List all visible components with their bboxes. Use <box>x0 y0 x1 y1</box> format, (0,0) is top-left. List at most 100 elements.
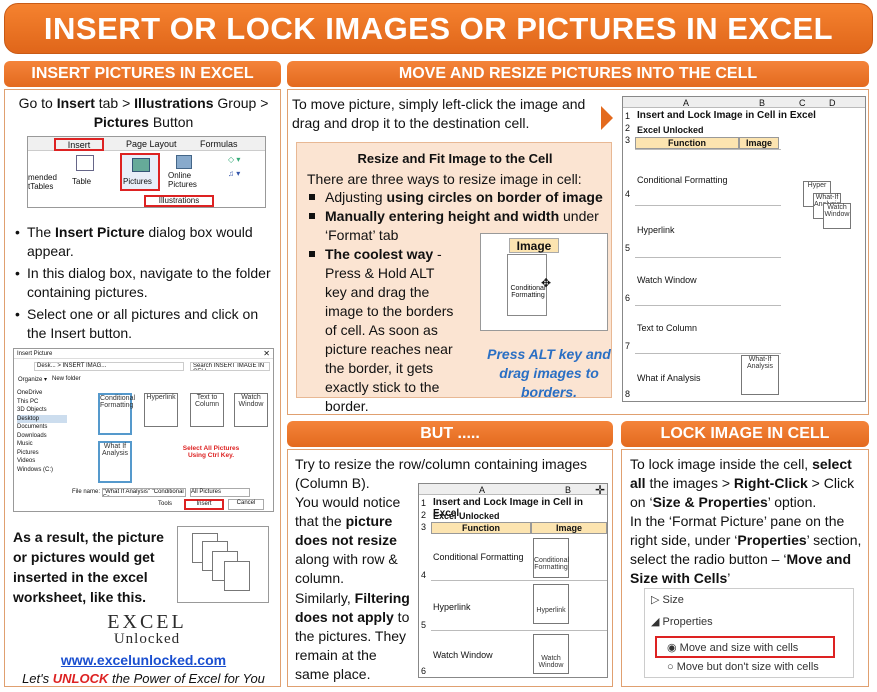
nav-item[interactable]: Windows (C:) <box>17 466 54 473</box>
lock-panel: To lock image inside the cell, select al… <box>621 449 869 687</box>
select-note: Select All Pictures Using Ctrl Key. <box>182 445 240 459</box>
radio-move-and-size[interactable]: ◉ Move and size with cells <box>667 642 799 654</box>
column-header: A <box>479 485 486 495</box>
picture-thumbnail[interactable]: Hyperlink <box>533 584 569 624</box>
sheet-subtitle: Excel Unlocked <box>637 125 704 135</box>
insert-intro: Go to Insert tab > Illustrations Group >… <box>18 95 269 130</box>
website-link[interactable]: www.excelunlocked.com <box>60 652 227 668</box>
table-cell: What if Analysis <box>637 373 701 383</box>
resize-sheet: A B Insert and Lock Image in Cell in Exc… <box>418 483 608 678</box>
nav-item[interactable]: Documents <box>17 424 48 430</box>
table-cell: Conditional Formatting <box>637 175 728 185</box>
resizing-picture[interactable]: Conditional Formatting <box>507 254 547 316</box>
properties-section[interactable]: ◢ Properties <box>651 616 713 628</box>
online-pictures-icon <box>176 155 192 169</box>
column-header: D <box>829 98 836 108</box>
table-cell: Hyperlink <box>637 225 675 235</box>
insert-button[interactable]: Insert <box>184 499 224 510</box>
pictures-icon <box>132 158 150 172</box>
result-screenshot <box>177 526 269 603</box>
close-icon[interactable]: ✕ <box>263 349 270 358</box>
nav-item[interactable]: This PC <box>17 398 39 405</box>
file-type-select[interactable]: All Pictures <box>190 488 250 497</box>
nav-item[interactable]: Pictures <box>17 449 39 456</box>
nav-item[interactable]: 3D Objects <box>17 407 47 413</box>
dialog-title: Insert Picture <box>14 349 273 359</box>
online-pictures-button[interactable]: Online Pictures <box>168 171 197 189</box>
insert-steps: The Insert Picture dialog box would appe… <box>15 223 277 343</box>
file-name-input[interactable]: "What If Analysis" "Conditional Fo <box>102 488 186 497</box>
picture-thumbnail[interactable]: Watch Window <box>823 203 851 229</box>
move-panel: To move picture, simply left-click the i… <box>287 89 869 415</box>
radio-move-dont-size[interactable]: ○ Move but don't size with cells <box>667 661 819 673</box>
move-cursor-icon: ✥ <box>541 276 552 290</box>
nav-item[interactable]: Music <box>17 441 33 447</box>
image-header: Image <box>739 137 779 149</box>
column-header: A <box>683 98 690 108</box>
table-cell: Hyperlink <box>433 602 471 612</box>
format-picture-pane: ▷ Size ◢ Properties ◉ Move and size with… <box>644 588 854 678</box>
picture-thumbnail[interactable]: Conditional Formatting <box>533 538 569 578</box>
nav-item[interactable]: Desktop <box>17 414 67 423</box>
alt-caption: Press ALT key and drag images to borders… <box>487 346 611 400</box>
image-header: Image <box>531 522 607 534</box>
lock-text-1: To lock image inside the cell, select al… <box>630 456 855 510</box>
search-input[interactable]: Search INSERT IMAGE IN CELL <box>190 362 270 371</box>
nav-item[interactable]: OneDrive <box>17 390 43 396</box>
picture-label: Conditional Formatting <box>510 285 546 299</box>
resize-methods: Adjusting using circles on border of ima… <box>307 188 607 416</box>
table-cell: Conditional Formatting <box>433 552 524 562</box>
new-folder-button[interactable]: New folder <box>52 376 81 382</box>
recommended-tables-button[interactable]: mended tTables <box>28 173 57 191</box>
organize-button[interactable]: Organize ▾ <box>18 377 48 383</box>
resize-box: Resize and Fit Image to the Cell There a… <box>296 142 612 414</box>
function-header: Function <box>431 522 531 534</box>
table-icon <box>76 155 94 171</box>
alt-drag-screenshot: Image Conditional Formatting ✥ <box>480 233 608 331</box>
size-section[interactable]: ▷ Size <box>651 594 684 606</box>
file-thumbnail[interactable]: Watch Window <box>234 393 268 427</box>
tagline: Let's UNLOCK the Power of Excel for You <box>22 671 265 686</box>
icons-icon: ♫ ▾ <box>228 169 241 178</box>
table-cell: Watch Window <box>433 650 493 660</box>
pictures-button[interactable]: Pictures <box>120 153 160 191</box>
tools-button[interactable]: Tools <box>158 501 173 507</box>
file-thumbnail[interactable]: What If Analysis <box>98 441 132 483</box>
table-button[interactable]: Table <box>72 177 92 186</box>
section-header-lock: LOCK IMAGE IN CELL <box>621 421 869 447</box>
nav-item[interactable]: Downloads <box>17 432 47 439</box>
but-text-1: Try to resize the row/column containing … <box>295 456 588 491</box>
column-header: C <box>799 98 806 108</box>
nav-item[interactable]: Videos <box>17 458 36 464</box>
tab-insert[interactable]: Insert <box>54 138 104 151</box>
table-cell: Text to Column <box>637 323 698 333</box>
column-header: B <box>759 98 766 108</box>
row-number: 8 <box>625 389 631 399</box>
logo: EXCEL Unlocked <box>107 611 187 647</box>
row-number: 6 <box>421 666 427 676</box>
resize-title: Resize and Fit Image to the Cell <box>357 151 553 166</box>
insert-panel: Go to Insert tab > Illustrations Group >… <box>4 89 281 687</box>
section-header-insert: INSERT PICTURES IN EXCEL <box>4 61 281 87</box>
file-thumbnail[interactable]: Conditional Formatting <box>98 393 135 435</box>
picture-thumbnail[interactable]: What-If Analysis <box>741 355 779 395</box>
resize-intro: There are three ways to resize image in … <box>307 171 582 187</box>
shapes-icon: ◇ ▾ <box>228 155 241 164</box>
tab-page-layout[interactable]: Page Layout <box>126 139 177 149</box>
ribbon-screenshot: Insert Page Layout Formulas mended tTabl… <box>27 136 266 208</box>
sheet-title: Insert and Lock Image in Cell in Excel <box>637 110 816 121</box>
path-bar[interactable]: Desk... > INSERT IMAG... <box>34 362 184 371</box>
row-number: 4 <box>625 189 631 199</box>
cancel-button[interactable]: Cancel <box>228 499 264 510</box>
insert-picture-dialog: Insert Picture ✕ Desk... > INSERT IMAG..… <box>13 348 274 512</box>
move-text: To move picture, simply left-click the i… <box>292 96 586 131</box>
sheet-subtitle: Excel Unlocked <box>433 511 500 521</box>
file-thumbnail[interactable]: Text to Column <box>190 393 224 427</box>
lock-text-2: In the ‘Format Picture’ pane on the righ… <box>630 513 862 586</box>
but-text-3: Similarly, Filtering does not apply to t… <box>295 590 410 682</box>
picture-thumbnail[interactable]: Watch Window <box>533 634 569 674</box>
tab-formulas[interactable]: Formulas <box>200 139 238 149</box>
file-name-label: File name: <box>72 489 101 495</box>
file-thumbnail[interactable]: Hyperlink <box>144 393 178 427</box>
